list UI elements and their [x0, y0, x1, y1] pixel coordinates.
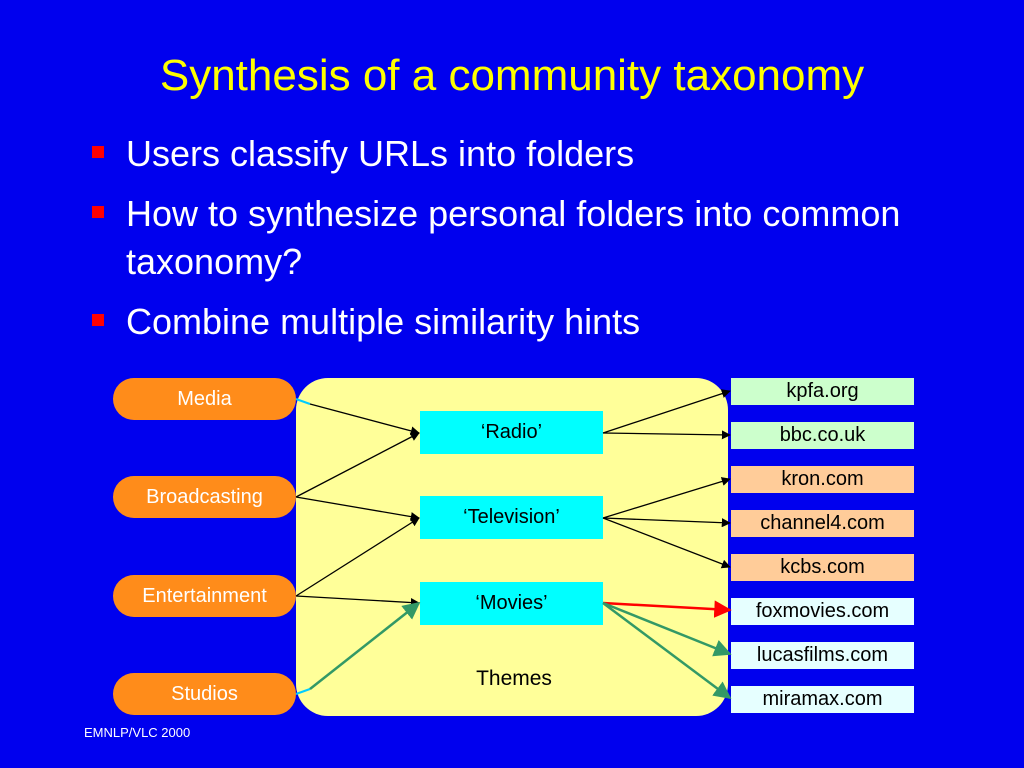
theme-node-movies: ‘Movies’ — [420, 582, 603, 625]
bullet-list: Users classify URLs into folders How to … — [90, 130, 990, 358]
bullet-text: How to synthesize personal folders into … — [126, 193, 901, 282]
square-bullet-icon — [92, 206, 104, 218]
bullet-text: Combine multiple similarity hints — [126, 301, 641, 342]
footer-text: EMNLP/VLC 2000 — [84, 725, 191, 740]
url-node-foxmovies: foxmovies.com — [731, 598, 914, 625]
bullet-item: Users classify URLs into folders — [90, 130, 990, 178]
url-node-kpfa: kpfa.org — [731, 378, 914, 405]
square-bullet-icon — [92, 314, 104, 326]
url-node-channel4: channel4.com — [731, 510, 914, 537]
url-node-kcbs: kcbs.com — [731, 554, 914, 581]
folder-node-entertainment: Entertainment — [113, 575, 296, 617]
folder-node-broadcasting: Broadcasting — [113, 476, 296, 518]
url-node-lucasfilms: lucasfilms.com — [731, 642, 914, 669]
bullet-text: Users classify URLs into folders — [126, 133, 635, 174]
url-node-bbc: bbc.co.uk — [731, 422, 914, 449]
url-node-kron: kron.com — [731, 466, 914, 493]
bullet-item: How to synthesize personal folders into … — [90, 190, 990, 286]
theme-node-radio: ‘Radio’ — [420, 411, 603, 454]
square-bullet-icon — [92, 146, 104, 158]
themes-label: Themes — [476, 667, 552, 690]
theme-node-television: ‘Television’ — [420, 496, 603, 539]
folder-node-studios: Studios — [113, 673, 296, 715]
slide-title: Synthesis of a community taxonomy — [159, 51, 865, 100]
folder-node-media: Media — [113, 378, 296, 420]
url-node-miramax: miramax.com — [731, 686, 914, 713]
bullet-item: Combine multiple similarity hints — [90, 298, 990, 346]
